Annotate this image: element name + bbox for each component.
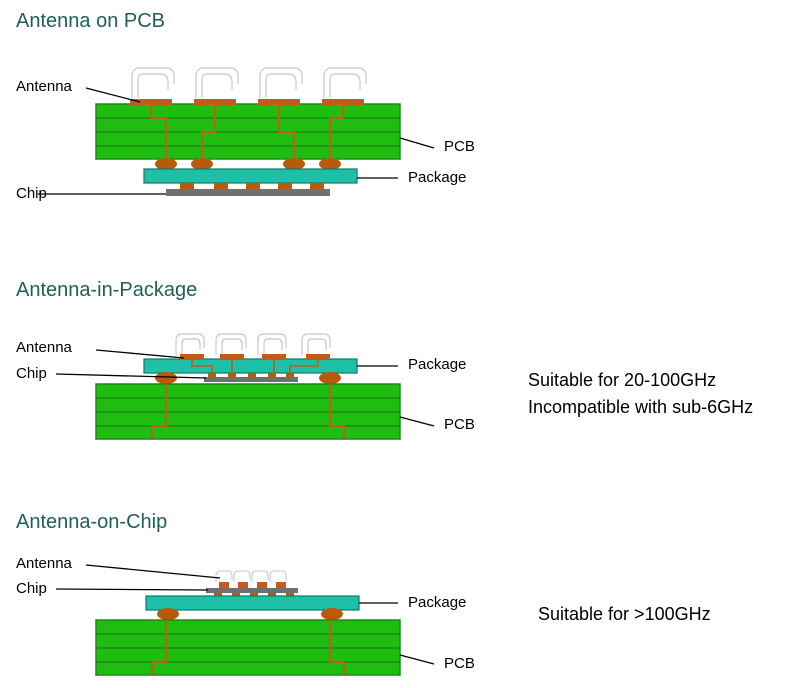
label-antenna: Antenna	[16, 555, 72, 572]
section-antenna-on-chip-art	[55, 564, 435, 676]
antenna-loops	[131, 67, 367, 98]
section-antenna-in-package-art	[55, 333, 435, 440]
chip-bumps	[180, 183, 324, 189]
label-package: Package	[408, 356, 467, 373]
chip-die	[204, 377, 298, 382]
package-substrate	[145, 595, 360, 611]
pcb-traces	[150, 105, 344, 160]
antenna-loops	[175, 333, 331, 355]
label-package: Package	[408, 169, 467, 186]
antenna-pads	[130, 99, 364, 105]
leader-lines	[55, 349, 435, 427]
solder-balls	[155, 158, 341, 170]
chip-die	[206, 588, 298, 593]
pcb-traces	[151, 384, 345, 440]
label-chip: Chip	[16, 365, 47, 382]
pcb-board	[95, 619, 401, 676]
label-pcb: PCB	[444, 655, 475, 672]
leader-lines	[55, 564, 435, 665]
label-antenna: Antenna	[16, 78, 72, 95]
chip-bumps	[214, 593, 294, 597]
note-incompatibility: Incompatible with sub-6GHz	[528, 397, 754, 417]
label-package: Package	[408, 594, 467, 611]
note-frequency-range: Suitable for >100GHz	[538, 604, 711, 624]
section-title-antenna-in-package: Antenna-in-Package	[16, 279, 198, 301]
package-substrate	[143, 358, 358, 374]
label-chip: Chip	[16, 185, 47, 202]
pcb-traces	[151, 620, 345, 676]
label-antenna: Antenna	[16, 339, 72, 356]
section-title-antenna-on-pcb: Antenna on PCB	[16, 10, 165, 32]
antenna-pads	[180, 354, 330, 360]
solder-balls	[155, 372, 341, 384]
label-pcb: PCB	[444, 416, 475, 433]
pcb-board	[95, 103, 401, 160]
leader-lines	[38, 87, 435, 195]
chip-bumps	[208, 373, 294, 377]
antenna-loops	[215, 570, 287, 582]
label-chip: Chip	[16, 580, 47, 597]
package-traces	[191, 360, 319, 374]
antenna-pads	[219, 582, 286, 588]
section-title-antenna-on-chip: Antenna-on-Chip	[16, 511, 168, 533]
note-frequency-range: Suitable for 20-100GHz	[528, 370, 717, 390]
pcb-board	[95, 383, 401, 440]
chip-die	[166, 189, 330, 196]
section-antenna-on-pcb-art	[38, 67, 435, 196]
solder-balls	[157, 608, 343, 620]
package-substrate	[143, 168, 358, 184]
label-pcb: PCB	[444, 138, 475, 155]
